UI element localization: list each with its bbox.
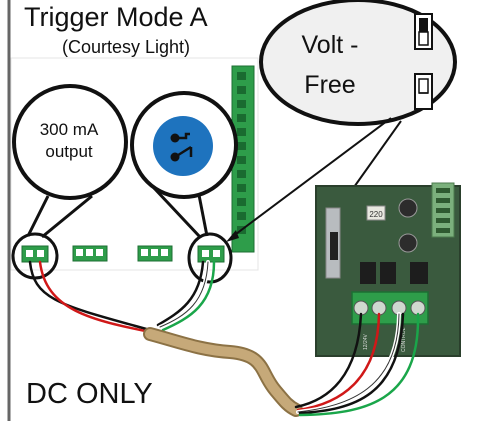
terminal-label-power: 12/24V <box>363 333 369 350</box>
volt-free-label: Volt - Free <box>301 31 359 99</box>
relay-callout-pointer <box>197 194 209 237</box>
output-note: 300 mA output <box>39 120 99 161</box>
terminal-block-volt-free <box>197 245 225 263</box>
dip-switch-on-icon <box>414 13 433 50</box>
wires-to-controller <box>28 260 216 335</box>
diagram-title: Trigger Mode A <box>24 2 208 32</box>
cable-sleeve-outline <box>143 327 303 417</box>
terminal-block-2 <box>72 245 108 262</box>
wires-to-pcb <box>294 312 420 417</box>
output-callout-bubble <box>12 84 128 200</box>
dip-switch-off-icon <box>414 73 433 110</box>
volt-free-callout-bubble <box>259 0 457 126</box>
footer-note: DC ONLY <box>26 378 153 410</box>
relay-symbol-icon <box>153 116 213 176</box>
terminal-label-control: CONTROL <box>401 327 407 352</box>
interface-pcb: 220 12/24V CONTROL <box>315 182 461 357</box>
terminal-block-3 <box>137 245 173 262</box>
callout-arrow-to-terminal <box>226 117 392 242</box>
board-marking: 220 <box>369 210 383 219</box>
highlight-volt-free-terminal <box>187 232 233 284</box>
diagram-subtitle: (Courtesy Light) <box>62 37 191 57</box>
terminal-block-output <box>21 245 49 263</box>
cable-sleeve <box>145 329 301 415</box>
terminal-strip-vertical <box>231 65 255 253</box>
output-callout-pointer <box>26 195 50 237</box>
